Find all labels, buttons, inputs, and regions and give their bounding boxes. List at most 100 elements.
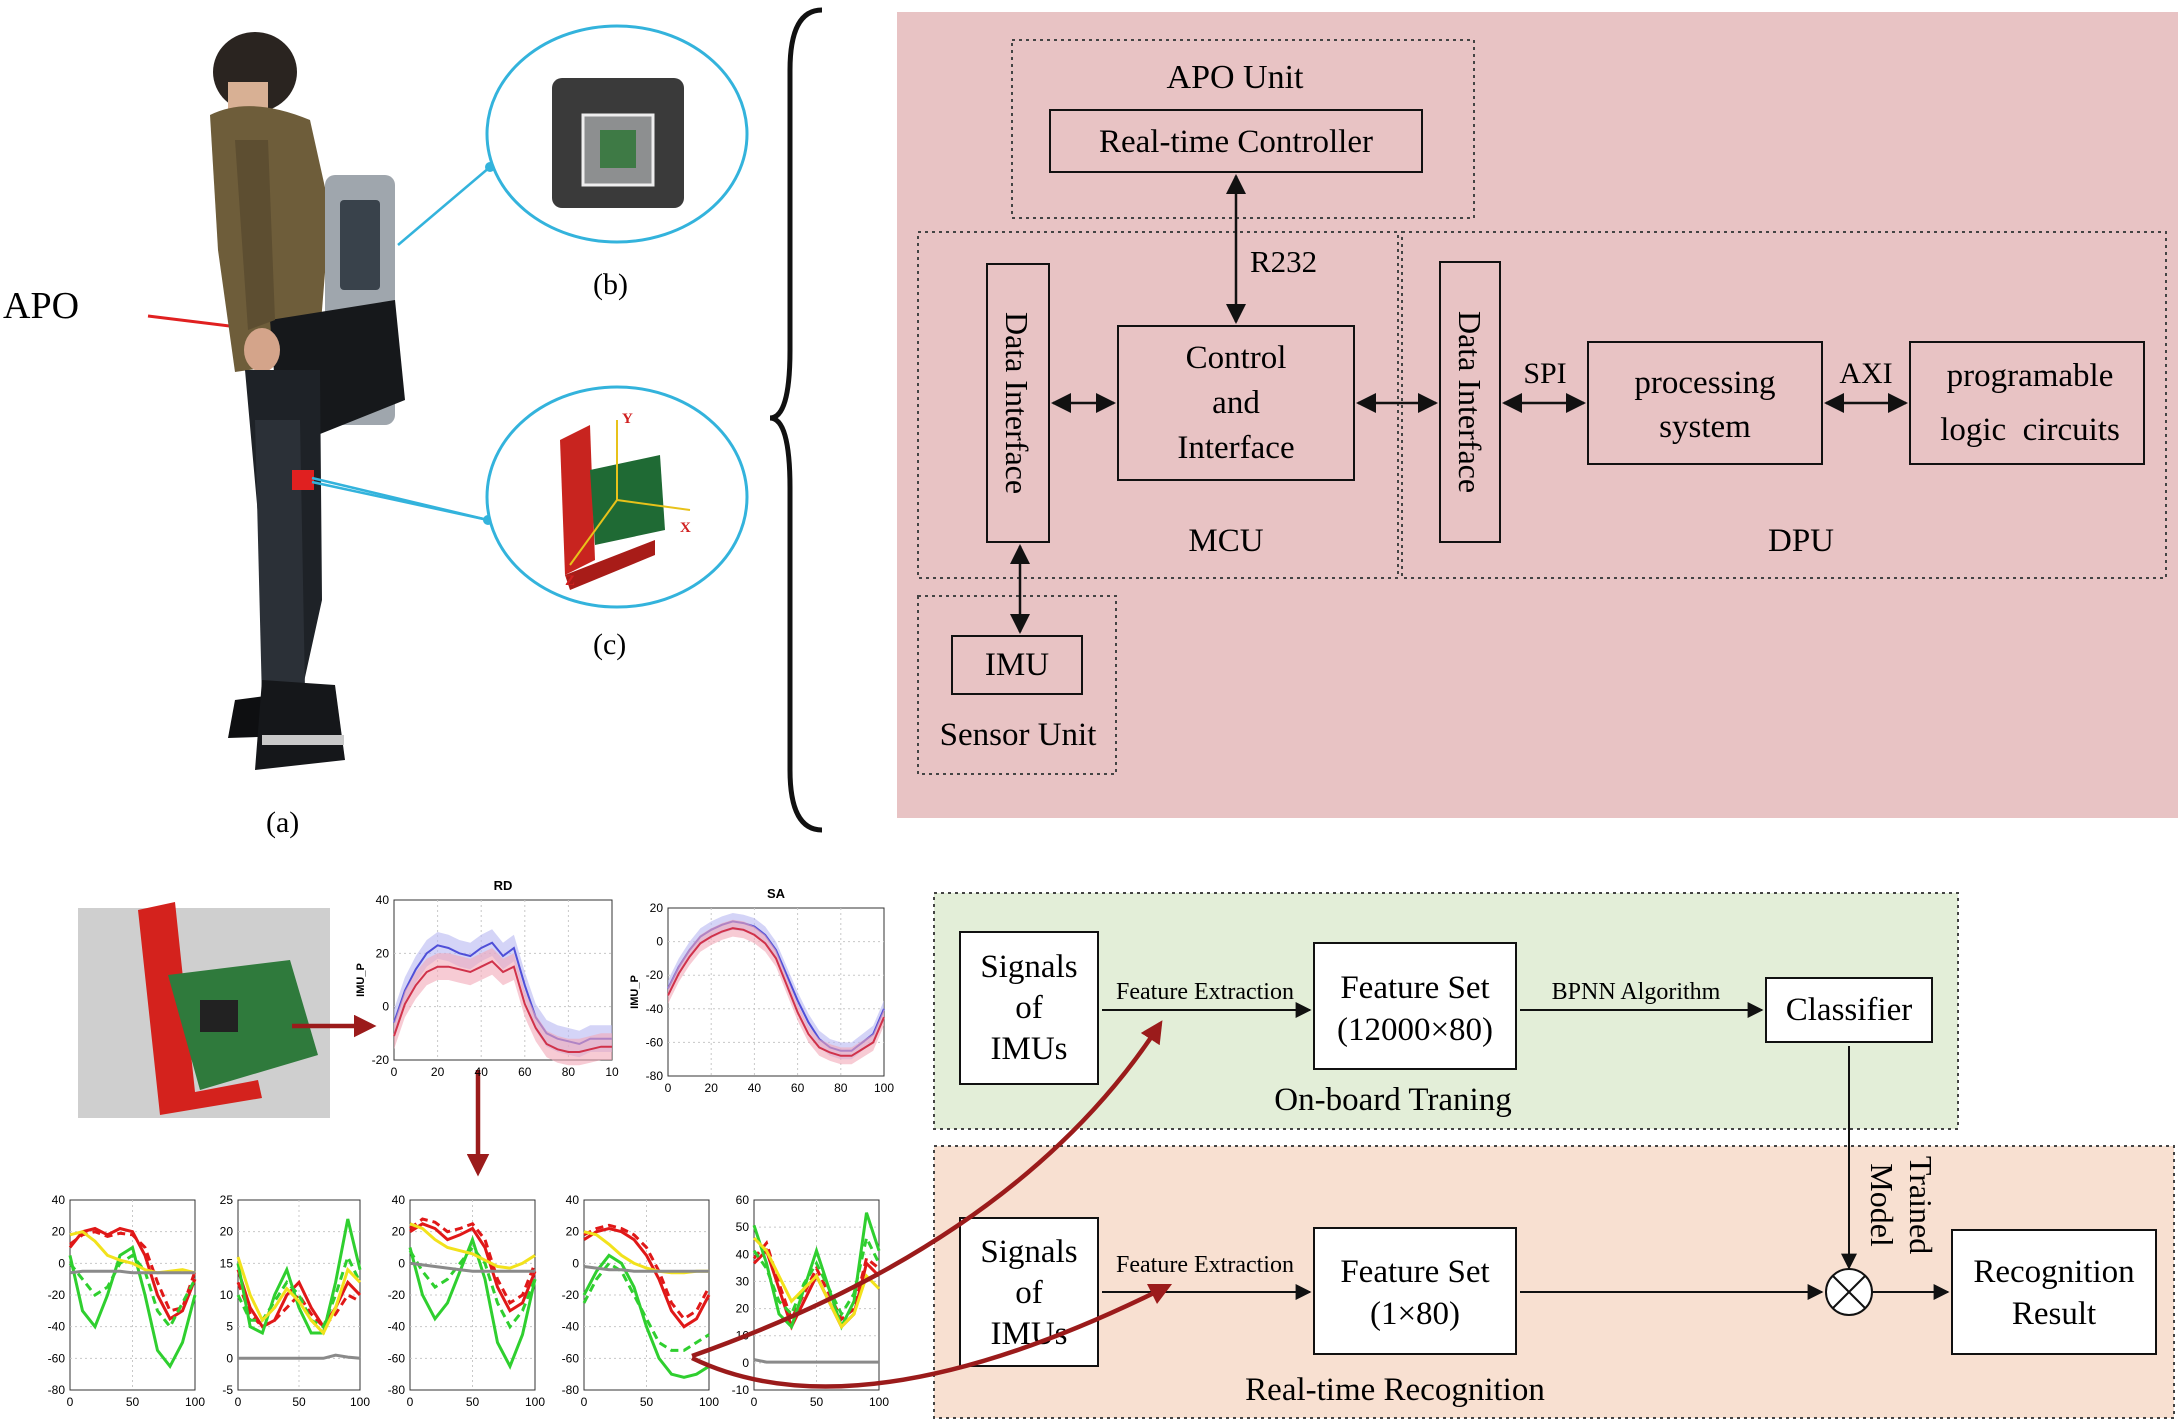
realtime-controller-label: Real-time Controller [1099, 124, 1373, 160]
chart-6-ytick: 20 [736, 1302, 750, 1316]
chart-6-series-1 [752, 1239, 880, 1323]
classifier-label: Classifier [1786, 992, 1912, 1028]
chart-0-xtick: 80 [562, 1065, 576, 1079]
dpu-data-interface-box [1439, 261, 1501, 543]
chart-3-ytick: 5 [226, 1320, 233, 1334]
chart-5-series-2 [582, 1253, 710, 1379]
imu-photo [78, 902, 330, 1118]
dpu-data-interface-label: Data Interface [1452, 311, 1488, 493]
chart-3-ytick: -5 [222, 1383, 233, 1397]
chart-6-series-5 [753, 1358, 879, 1364]
trained-model-line-2: Model [1864, 1163, 1900, 1247]
chart-3-ytick: 25 [220, 1193, 234, 1207]
training-feature-set-line-2: (12000×80) [1337, 1012, 1493, 1048]
chart-1-xtick: 60 [791, 1081, 805, 1095]
training-signals-line-3: IMUs [990, 1031, 1067, 1067]
chart-4-ytick: 0 [398, 1256, 405, 1270]
realtime-controller-box [1049, 109, 1423, 173]
chart-2-series-5 [69, 1269, 195, 1275]
chart-0-xtick: 10 [605, 1065, 619, 1079]
axis-x-line [616, 499, 691, 511]
fusion-operator [1825, 1268, 1873, 1316]
chart-6-ytick: 60 [736, 1193, 750, 1207]
processing-line-1: processing [1634, 365, 1775, 401]
chart-2-ytick: -60 [48, 1351, 66, 1365]
training-title: On-board Traning [1274, 1082, 1511, 1118]
chart-6-series-4 [752, 1236, 881, 1330]
chart-1-ytick: -20 [646, 968, 664, 982]
recognition-result-line-2: Result [2012, 1296, 2096, 1332]
chart-1-xtick: 40 [748, 1081, 762, 1095]
chart-4-ytick: -80 [388, 1383, 406, 1397]
chart-1-xtick: 0 [665, 1081, 672, 1095]
chart-5-ytick: 20 [566, 1225, 580, 1239]
chart-6-xtick: 100 [869, 1395, 889, 1409]
chart-4-ytick: 40 [392, 1193, 406, 1207]
photo-panel: APO (a) [3, 7, 823, 839]
chart-3-ytick: 15 [220, 1256, 234, 1270]
caption-b: (b) [593, 268, 628, 301]
chart-4-ytick: -40 [388, 1320, 406, 1334]
recognition-result-line-1: Recognition [1973, 1254, 2134, 1290]
chart-6-series-3 [752, 1233, 881, 1318]
control-line-1: Control [1186, 340, 1287, 376]
r232-label: R232 [1250, 244, 1317, 279]
chart-0-ytick: 0 [382, 1000, 389, 1014]
recognition-result-box [1951, 1229, 2157, 1355]
chart-4-ytick: -20 [388, 1288, 406, 1302]
chart-1-ytick: 20 [650, 901, 664, 915]
chart-1-ylabel: IMU_P [629, 975, 641, 1009]
mcu-title: MCU [1188, 523, 1263, 559]
recognition-feature-extraction-label: Feature Extraction [1116, 1252, 1294, 1278]
person-photo [210, 32, 405, 770]
imu-label: IMU [985, 647, 1049, 683]
chart-4-xtick: 0 [407, 1395, 414, 1409]
axis-x-label: X [680, 520, 691, 536]
chart-1-xtick: 100 [874, 1081, 894, 1095]
chart-6-ytick: 40 [736, 1247, 750, 1261]
chart-1-ytick: -60 [646, 1035, 664, 1049]
dpu-title: DPU [1768, 523, 1834, 559]
chart-4-ytick: -60 [388, 1351, 406, 1365]
chart-4-series-5 [409, 1261, 535, 1273]
axis-z-line [569, 499, 618, 566]
training-signals-line-2: of [1015, 990, 1043, 1026]
chart-5-ytick: -80 [562, 1383, 580, 1397]
classifier-box [1765, 977, 1933, 1043]
chart-2-series-4 [69, 1230, 196, 1275]
chart-6-ytick: 30 [736, 1274, 750, 1288]
architecture-panel: APO Unit Real-time Controller Data Inter… [897, 12, 2178, 818]
chart-1-xtick: 80 [834, 1081, 848, 1095]
chart-6-xtick: 50 [810, 1395, 824, 1409]
recognition-feature-set-line-1: Feature Set [1340, 1254, 1489, 1290]
chart-3-ytick: 20 [220, 1225, 234, 1239]
trained-model-line-1: Trained [1903, 1156, 1939, 1254]
chart-5-ytick: 0 [572, 1256, 579, 1270]
recognition-feature-set-line-2: (1×80) [1370, 1296, 1460, 1332]
chart-2-series-3 [68, 1253, 197, 1330]
gait-to-recognition-arrow [691, 1283, 1173, 1389]
axi-label: AXI [1839, 357, 1892, 390]
chart-2-series-0 [68, 1226, 197, 1321]
chart-2-xtick: 0 [67, 1395, 74, 1409]
imu-box [951, 635, 1083, 695]
processing-system-box [1587, 341, 1823, 465]
chart-5-ytick: -40 [562, 1320, 580, 1334]
chart-3-ytick: 0 [226, 1351, 233, 1365]
chart-0-ylabel: IMU_P [355, 963, 367, 997]
logic-line-2: logic circuits [1940, 412, 2120, 448]
chart-0-title: RD [494, 878, 513, 893]
chart-1-ytick: 0 [656, 935, 663, 949]
chart-3-xtick: 50 [292, 1395, 306, 1409]
recognition-title: Real-time Recognition [1245, 1372, 1545, 1408]
chart-0-xtick: 60 [518, 1065, 532, 1079]
chart-5-xtick: 100 [699, 1395, 719, 1409]
apo-unit-title: APO Unit [1167, 59, 1305, 96]
chart-6-ytick: 0 [742, 1356, 749, 1370]
chart-0-xtick: 40 [475, 1065, 489, 1079]
